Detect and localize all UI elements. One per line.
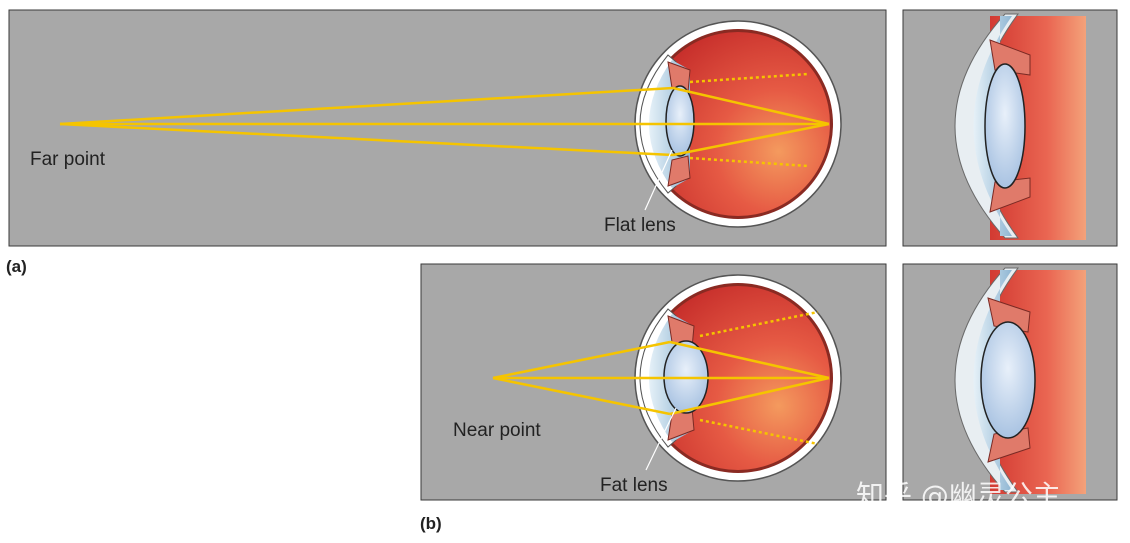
- far-point-label: Far point: [30, 149, 106, 170]
- flat-lens: [665, 85, 695, 157]
- near-point-label: Near point: [453, 420, 541, 441]
- lens-pointer-b: [645, 407, 677, 471]
- panel-b-label: (b): [420, 514, 442, 533]
- closeup-fat-lens: [980, 321, 1036, 439]
- panel-b: Near point Fat lens: [420, 263, 887, 501]
- closeup-flat-lens: [984, 63, 1026, 189]
- flat-lens-label: Flat lens: [604, 215, 676, 236]
- fat-lens-label: Fat lens: [600, 475, 668, 496]
- panel-a: Far point Flat lens: [8, 9, 887, 247]
- closeup-b: [902, 263, 1118, 501]
- panel-a-label: (a): [6, 257, 27, 276]
- watermark: 知乎 @幽灵公主: [856, 479, 1061, 512]
- light-rays-a: [59, 72, 830, 168]
- lens-pointer-a: [644, 149, 673, 211]
- closeup-a: [902, 9, 1118, 247]
- light-rays-b: [492, 310, 830, 446]
